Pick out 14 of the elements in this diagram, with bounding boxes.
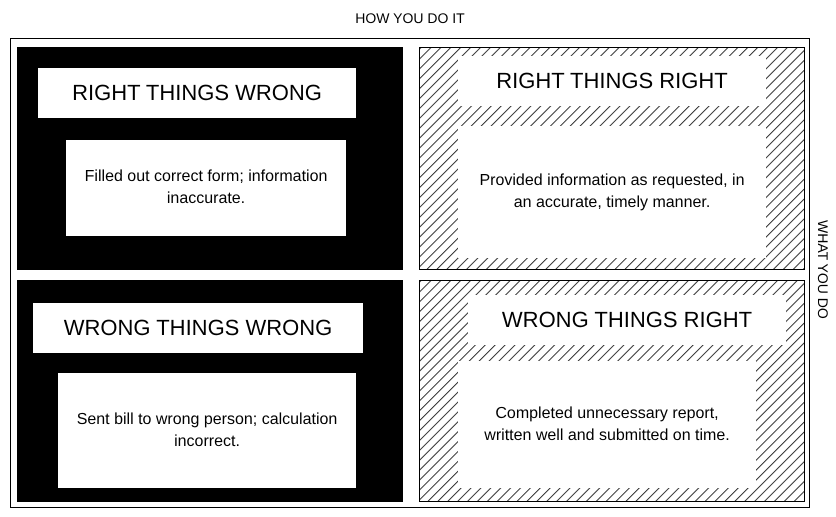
quadrant-description: Filled out correct form; information inaccurate. [66,140,346,236]
quadrant-heading: RIGHT THINGS WRONG [38,68,356,118]
quadrant-panel [17,280,403,502]
quadrant-description: Provided information as requested, in an accurate, timely manner. [458,126,766,258]
quadrant-heading: RIGHT THINGS RIGHT [458,56,766,106]
quadrant-panel [419,47,805,270]
quadrant-description: Completed unnecessary report, written well and submitted on time. [458,361,756,488]
quadrant-panel [17,47,403,270]
axis-label: WHAT YOU DO [815,220,831,319]
quadrant-heading: WRONG THINGS WRONG [33,303,363,353]
axis-label: HOW YOU DO IT [354,10,466,26]
quadrant-panel [419,280,805,502]
quadrant-heading: WRONG THINGS RIGHT [468,295,786,345]
quadrant-description: Sent bill to wrong person; calculation incorrect. [58,373,356,488]
